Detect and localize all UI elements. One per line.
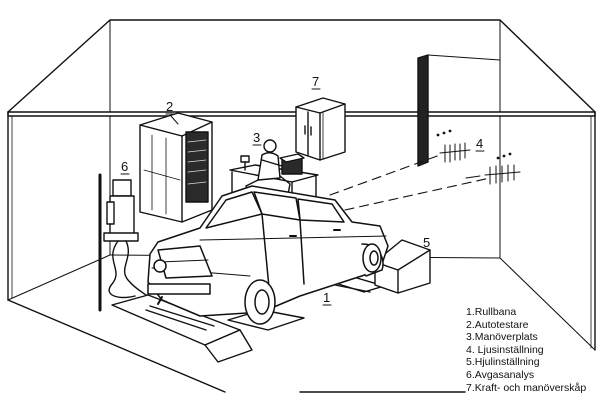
exhaust-analyzer bbox=[98, 173, 151, 312]
wheel-alignment-unit bbox=[374, 239, 431, 294]
headlight-target-pattern bbox=[436, 129, 521, 185]
legend-item: 7.Kraft- och manöverskåp bbox=[466, 381, 587, 394]
legend-item: 1.Rullbana bbox=[466, 306, 517, 318]
callout-2: 2 bbox=[166, 99, 173, 114]
headlight-beams bbox=[329, 154, 491, 211]
control-cabinet bbox=[295, 97, 346, 161]
auto-tester-rack bbox=[139, 112, 213, 223]
callout-3: 3 bbox=[253, 130, 260, 145]
legend-item: 4. Ljusinställning bbox=[466, 343, 544, 356]
callout-4: 4 bbox=[476, 136, 483, 151]
callout-leaders bbox=[120, 88, 485, 306]
car bbox=[147, 185, 389, 325]
legend-item: 3.Manöverplats bbox=[466, 331, 538, 344]
legend-list: 1.Rullbana 2.Autotestare 3.Manöverplats … bbox=[466, 306, 596, 394]
operator-station bbox=[229, 139, 319, 206]
legend-item: 5.Hjulinställning bbox=[466, 356, 540, 369]
callout-5: 5 bbox=[423, 235, 430, 250]
legend-item: 6.Avgasanalys bbox=[466, 368, 535, 381]
door-opening bbox=[417, 54, 501, 167]
legend-item: 2.Autotestare bbox=[466, 318, 529, 331]
callout-7: 7 bbox=[312, 74, 319, 89]
callout-1: 1 bbox=[323, 290, 330, 305]
callout-6: 6 bbox=[121, 159, 128, 174]
